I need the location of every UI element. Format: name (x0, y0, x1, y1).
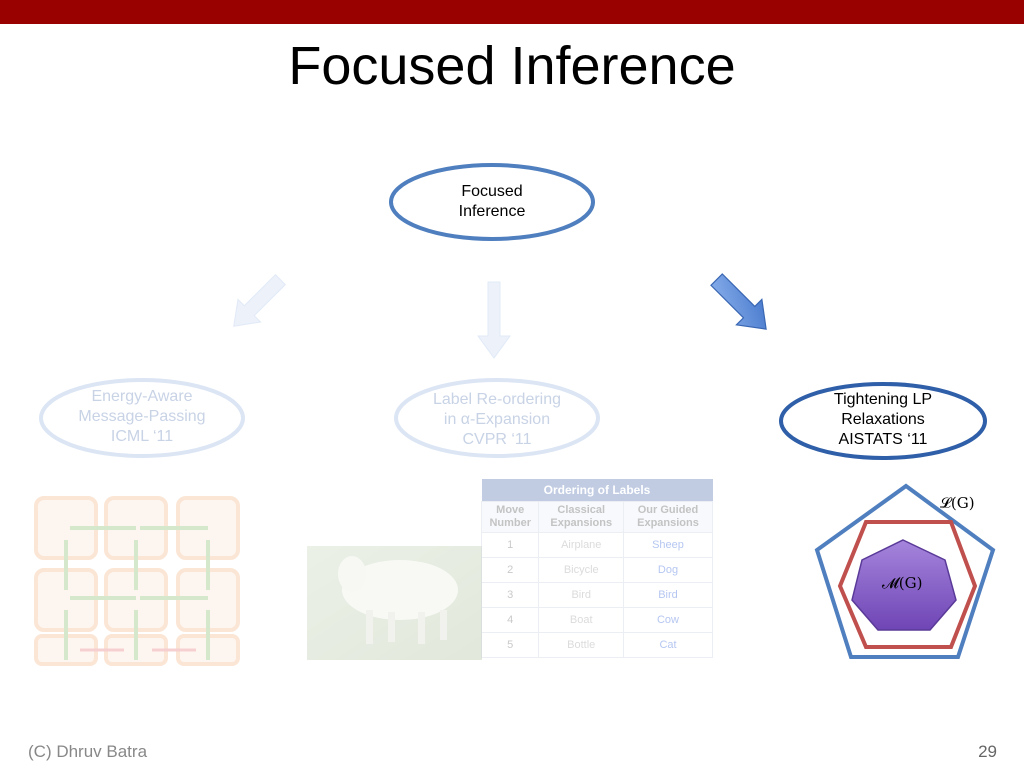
root-node-ellipse[interactable] (389, 163, 595, 241)
cell-classical: Bicycle (538, 557, 624, 583)
left-node-line1: Energy-Aware (91, 388, 193, 405)
col-move-number: Move Number (480, 501, 540, 533)
cell-guided: Sheep (623, 532, 713, 558)
outer-pentagon (814, 483, 996, 659)
cell-guided: Cow (623, 607, 713, 633)
left-node-ellipse[interactable] (39, 378, 245, 458)
label-ordering-table: Ordering of Labels Move Number Classical… (480, 479, 713, 658)
cell-move: 3 (480, 582, 540, 608)
cell-classical: Boat (538, 607, 624, 633)
col-classical: Classical Expansions (538, 501, 624, 533)
polytope-figure (814, 483, 996, 659)
inner-hexagon (837, 520, 978, 649)
cell-move: 5 (480, 632, 540, 658)
right-node-line3: AISTATS ‘11 (838, 431, 928, 448)
col-guided: Our Guided Expansions (623, 501, 713, 533)
left-node-label: Energy-Aware Message-Passing ICML ‘11 (42, 387, 242, 447)
left-node-line3: ICML ‘11 (110, 428, 174, 445)
right-node-line1: Tightening LP (833, 391, 933, 408)
local-polytope-label: 𝓛(G) (940, 494, 975, 512)
middle-node-line1: Label Re-ordering (432, 391, 562, 408)
middle-node-ellipse[interactable] (394, 378, 600, 458)
arrow-middle (477, 281, 511, 359)
middle-node-line3: CVPR ‘11 (462, 431, 532, 448)
page-number: 29 (978, 742, 997, 761)
table-title: Ordering of Labels (481, 479, 713, 502)
table-row: 4 Boat Cow (480, 607, 713, 633)
marginal-polytope-label: 𝓜(G) (882, 574, 923, 592)
left-node-line2: Message-Passing (78, 408, 206, 425)
table-row: 3 Bird Bird (480, 582, 713, 608)
marginal-heptagon (851, 539, 957, 631)
cell-move: 4 (480, 607, 540, 633)
cell-move: 2 (480, 557, 540, 583)
table-row: 2 Bicycle Dog (480, 557, 713, 583)
table-row: 1 Airplane Sheep (480, 532, 713, 558)
sheep-image (307, 546, 482, 660)
header-bar (0, 0, 1024, 24)
middle-node-line2: in α-Expansion (443, 411, 551, 428)
message-passing-grid (34, 496, 240, 666)
root-node-line2: Inference (458, 203, 526, 220)
arrow-left (233, 273, 287, 327)
table-row: 5 Bottle Cat (480, 632, 713, 658)
footer-author: (C) Dhruv Batra (28, 742, 148, 761)
cell-classical: Bottle (538, 632, 624, 658)
slide-title: Focused Inference (288, 36, 736, 96)
right-node-ellipse[interactable] (779, 382, 987, 460)
cell-guided: Cat (623, 632, 713, 658)
arrow-right (710, 273, 767, 330)
cell-classical: Bird (538, 582, 624, 608)
right-node-line2: Relaxations (841, 411, 925, 428)
cell-classical: Airplane (538, 532, 624, 558)
cell-guided: Dog (623, 557, 713, 583)
cell-guided: Bird (623, 582, 713, 608)
root-node-label: Focused Inference (392, 182, 592, 222)
middle-node-label: Label Re-ordering in α-Expansion CVPR ‘1… (397, 390, 597, 450)
right-node-label: Tightening LP Relaxations AISTATS ‘11 (783, 390, 983, 450)
root-node-line1: Focused (461, 183, 523, 200)
cell-move: 1 (480, 532, 540, 558)
